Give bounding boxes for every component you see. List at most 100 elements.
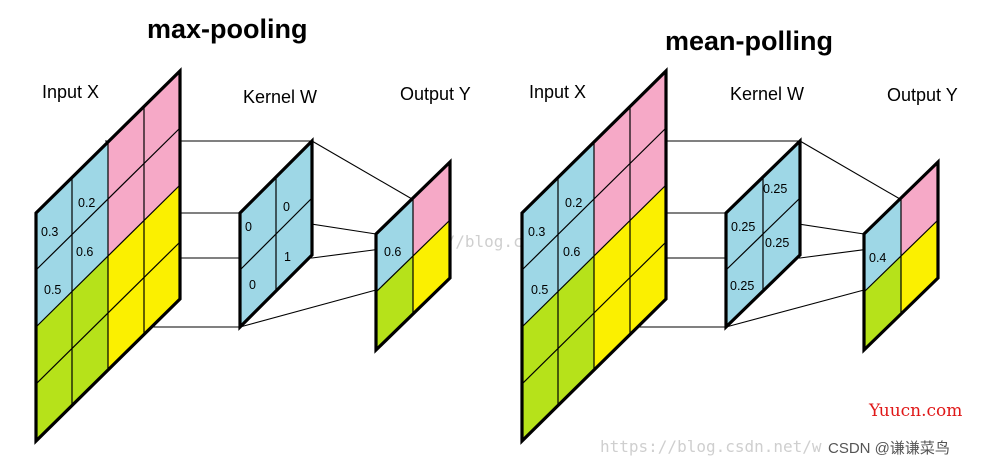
input-value: 0.5 [531, 283, 548, 297]
grid-cell [144, 242, 180, 335]
kernel-value: 0 [283, 200, 290, 214]
kernel-value: 0.25 [763, 182, 787, 196]
panel-title: max-pooling [147, 14, 308, 44]
grid-cell [594, 277, 630, 370]
grid-cell [522, 348, 558, 441]
grid-line [521, 184, 667, 328]
grid-line [35, 184, 181, 328]
blog-watermark-top: ://blog.c [436, 232, 523, 251]
output-grid [862, 158, 940, 354]
grid-cell [864, 198, 901, 292]
csdn-watermark: CSDN @谦谦菜鸟 [828, 440, 950, 457]
grid-cell [144, 71, 180, 164]
grid-cell [376, 198, 413, 292]
kernel-value: 0 [249, 278, 256, 292]
panel-mean-polling: mean-polling Input X Kernel W Output Y 0… [520, 26, 958, 445]
grid-cell [630, 128, 666, 221]
grid-frame [34, 67, 182, 445]
grid-cell [72, 256, 108, 349]
grid-cell [108, 220, 144, 313]
input-value: 0.3 [41, 225, 58, 239]
grid-cell [413, 220, 450, 314]
grid-line [35, 127, 181, 271]
grid-cell [240, 177, 276, 270]
blog-watermark-bottom: https://blog.csdn.net/w [600, 437, 822, 456]
grid-cell [72, 199, 108, 292]
kernel-value: 0.25 [730, 279, 754, 293]
grid-cell [522, 291, 558, 384]
grid-cell [864, 256, 901, 350]
grid-cell [72, 313, 108, 406]
grid-cell [413, 162, 450, 256]
grid-line [863, 219, 939, 293]
grid-cell [763, 141, 800, 234]
grid-cell [901, 162, 938, 256]
grid-frame [724, 137, 802, 331]
kernel-value: 0.25 [731, 220, 755, 234]
grid-cell [558, 199, 594, 292]
grid-cell [108, 163, 144, 256]
output-grid [374, 158, 452, 354]
grid-cell [72, 142, 108, 235]
output-value: 0.4 [869, 251, 886, 265]
grid-cell [276, 198, 312, 291]
grid-cell [522, 234, 558, 327]
input-value: 0.6 [76, 245, 93, 259]
output-label: Output Y [887, 85, 958, 105]
output-value: 0.6 [384, 245, 401, 259]
grid-cell [901, 220, 938, 314]
kernel-value: 0 [245, 220, 252, 234]
panel-max-pooling: max-pooling Input X Kernel W Output Y [34, 14, 471, 445]
output-label: Output Y [400, 84, 471, 104]
kernel-grid [724, 137, 802, 331]
input-value: 0.5 [44, 283, 61, 297]
grid-cell [726, 177, 763, 270]
grid-cell [558, 313, 594, 406]
grid-cell [594, 220, 630, 313]
grid-line [725, 197, 801, 271]
grid-cell [630, 242, 666, 335]
kernel-label: Kernel W [730, 84, 804, 104]
grid-cell [763, 198, 800, 291]
grid-cell [144, 185, 180, 278]
grid-cell [276, 141, 312, 234]
grid-cell [630, 185, 666, 278]
grid-cell [376, 256, 413, 350]
input-grid [520, 67, 668, 445]
grid-cell [36, 348, 72, 441]
input-value: 0.6 [563, 245, 580, 259]
input-value: 0.2 [78, 196, 95, 210]
grid-cell [108, 106, 144, 199]
grid-cell [522, 177, 558, 270]
grid-cell [630, 71, 666, 164]
input-grid [34, 67, 182, 445]
grid-cell [36, 177, 72, 270]
grid-cell [36, 291, 72, 384]
kernel-grid [238, 137, 314, 331]
input-value: 0.3 [528, 225, 545, 239]
grid-cell [108, 277, 144, 370]
grid-cell [594, 106, 630, 199]
grid-frame [374, 158, 452, 354]
kernel-label: Kernel W [243, 87, 317, 107]
grid-line [521, 241, 667, 385]
grid-cell [558, 142, 594, 235]
grid-frame [520, 67, 668, 445]
grid-line [521, 127, 667, 271]
grid-cell [594, 163, 630, 256]
kernel-value: 0.25 [765, 236, 789, 250]
kernel-value: 1 [284, 250, 291, 264]
grid-cell [558, 256, 594, 349]
grid-line [375, 219, 451, 293]
grid-line [239, 197, 313, 271]
input-label: Input X [42, 82, 99, 102]
panel-title: mean-polling [665, 26, 833, 56]
grid-cell [726, 234, 763, 327]
input-value: 0.2 [565, 196, 582, 210]
grid-cell [240, 234, 276, 327]
grid-frame [862, 158, 940, 354]
grid-line [35, 241, 181, 385]
grid-cell [36, 234, 72, 327]
